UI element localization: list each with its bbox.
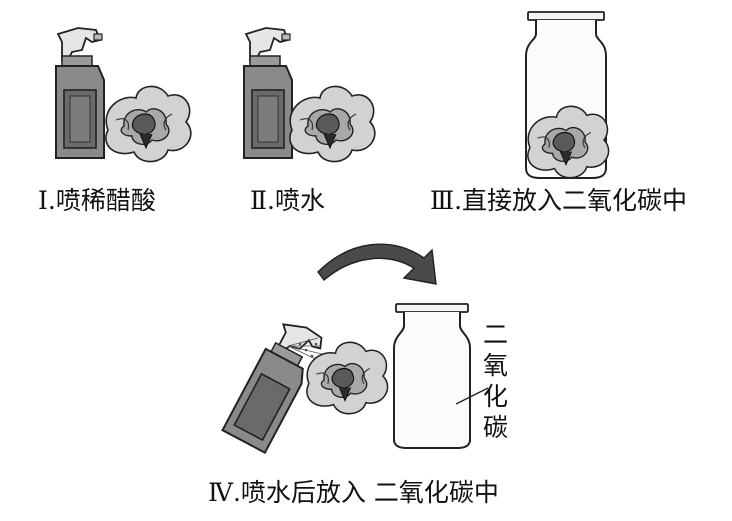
caption-step-1: Ⅰ.喷稀醋酸 xyxy=(38,186,156,215)
spray-bottle-icon xyxy=(55,27,105,159)
gas-label-char: 化 xyxy=(483,382,509,411)
gas-label-char: 氧 xyxy=(483,351,509,380)
gas-jar-icon xyxy=(393,303,471,449)
caption-step-4: Ⅳ.喷水后放入 二氧化碳中 xyxy=(208,478,499,507)
gas-label-char: 二 xyxy=(483,320,509,349)
curved-arrow-icon xyxy=(317,243,437,285)
flower-icon xyxy=(105,85,192,163)
gas-label-char: 碳 xyxy=(483,413,509,442)
caption-step-3: Ⅲ.直接放入二氧化碳中 xyxy=(430,186,688,215)
spray-bottle-icon xyxy=(221,323,323,455)
label-pointer-line xyxy=(455,387,489,405)
spray-bottle-icon xyxy=(243,27,293,159)
flower-icon xyxy=(289,85,376,163)
caption-step-2: Ⅱ.喷水 xyxy=(250,186,325,215)
